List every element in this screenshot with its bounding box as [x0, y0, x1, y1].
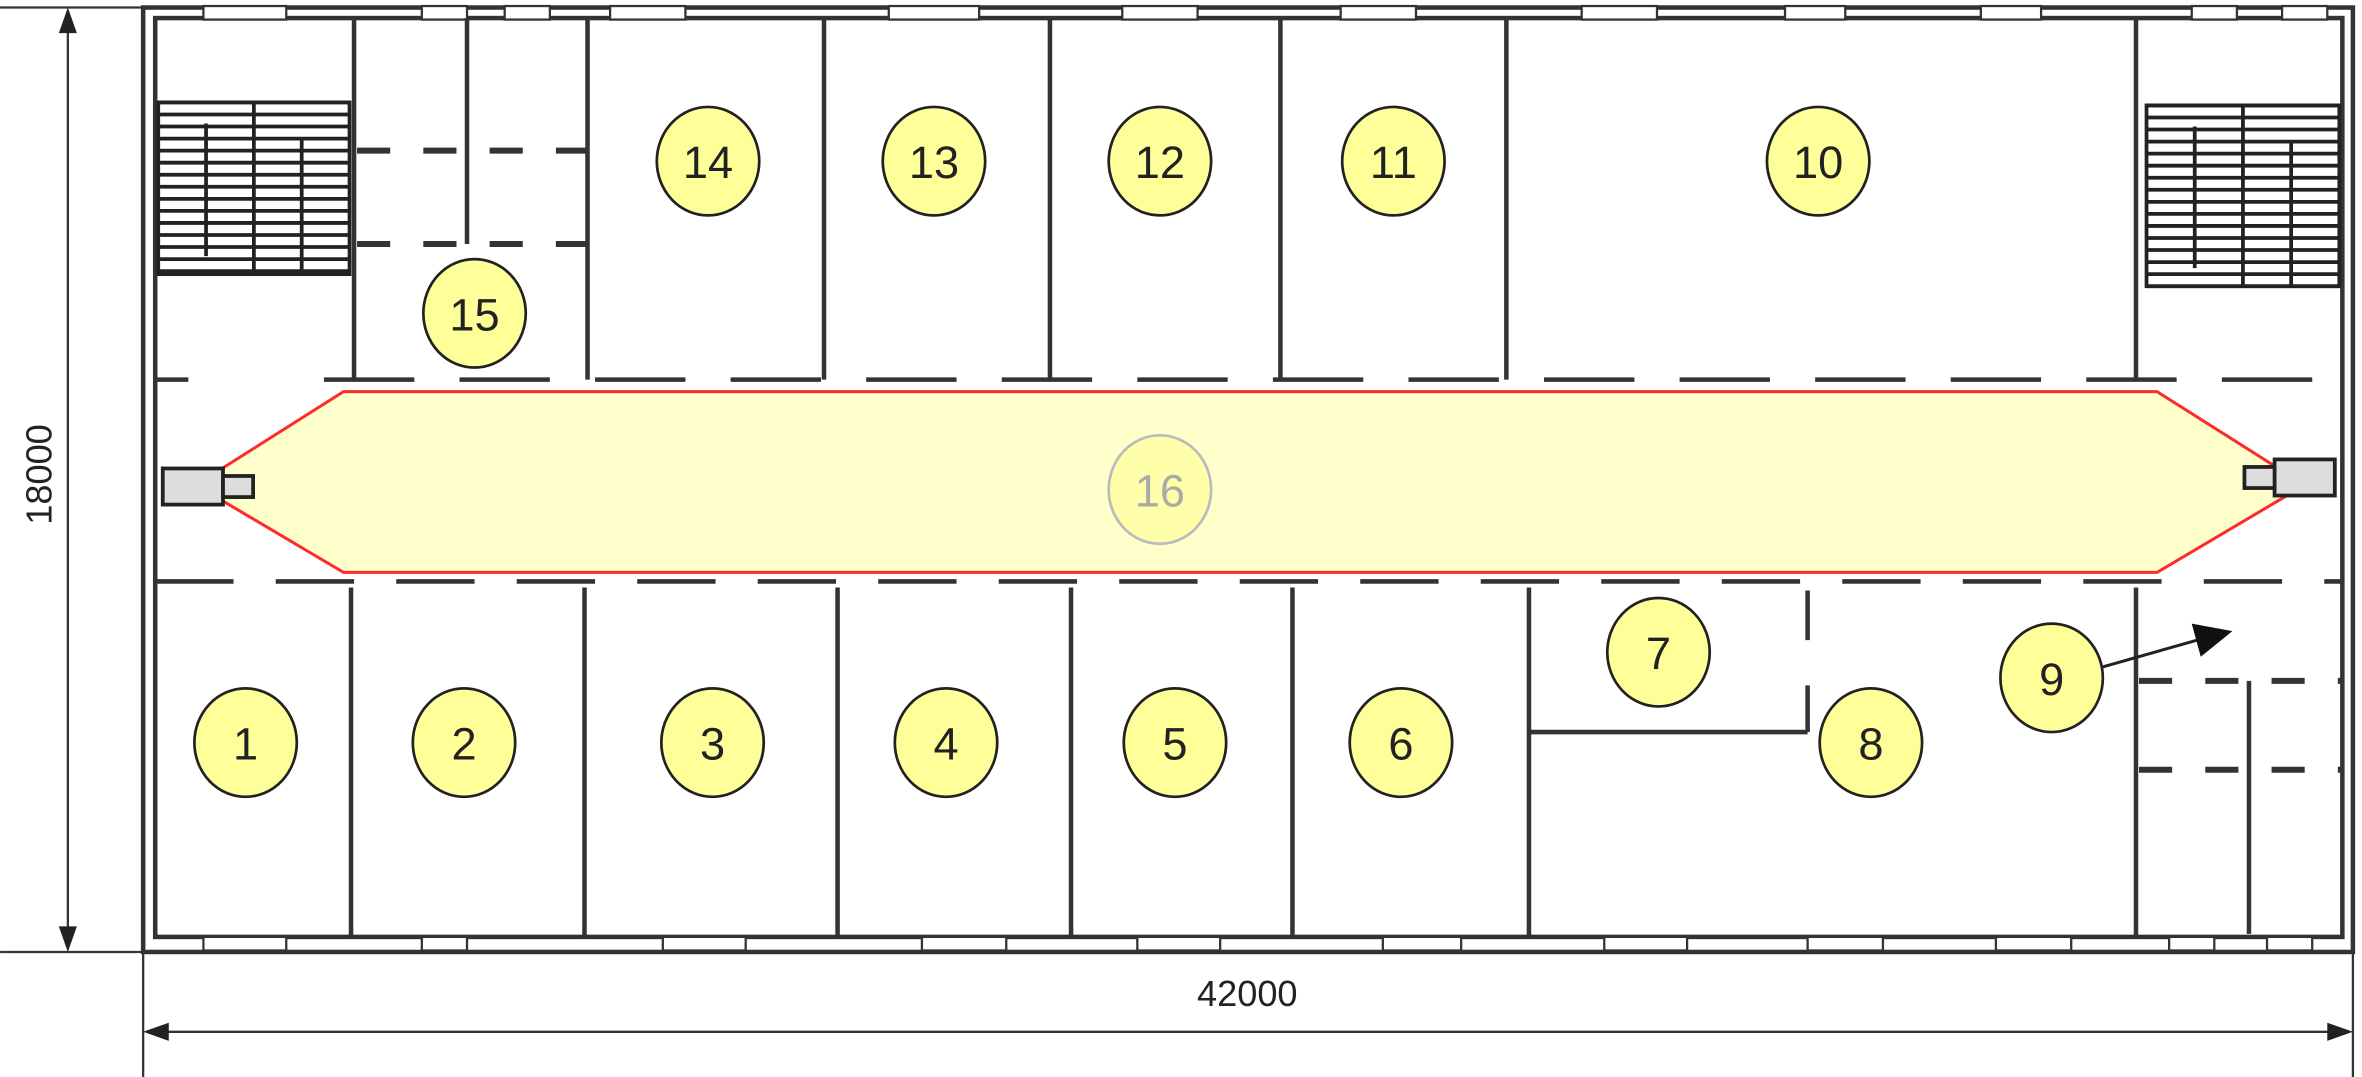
room-marker-circle — [411, 687, 517, 799]
room-marker-circle — [421, 257, 528, 369]
room-marker-8: 8 — [1818, 687, 1924, 799]
room-marker-circle — [655, 105, 761, 217]
height-dimension: 18000 — [0, 6, 151, 954]
window — [1979, 4, 2043, 21]
room-marker-1: 1 — [193, 687, 299, 799]
room-marker-14: 14 — [655, 105, 761, 217]
window — [1121, 4, 1199, 21]
room-marker-10: 10 — [1765, 105, 1871, 217]
room-number: 10 — [1793, 137, 1843, 188]
window — [420, 935, 469, 952]
windows — [202, 4, 2329, 952]
window — [1806, 935, 1885, 952]
camera-coverage-area — [192, 390, 2308, 574]
stairs-icon — [2144, 103, 2342, 289]
room-marker-circle — [1999, 622, 2105, 734]
room-marker-9: 9 — [1999, 622, 2105, 734]
room-marker-16: 16 — [1107, 433, 1213, 546]
window — [420, 4, 469, 21]
room-number: 11 — [1370, 137, 1417, 188]
room-marker-circle — [193, 687, 299, 799]
height-dimension-label: 18000 — [18, 424, 59, 525]
window — [1994, 935, 2073, 952]
room-number: 9 — [2039, 654, 2064, 705]
window — [1339, 4, 1418, 21]
room-marker-circle — [1818, 687, 1924, 799]
room-marker-3: 3 — [659, 687, 766, 799]
room-marker-circle — [1107, 433, 1213, 546]
window — [887, 4, 981, 21]
room-marker-15: 15 — [421, 257, 528, 369]
room-marker-circle — [893, 687, 999, 799]
room-number: 13 — [909, 137, 959, 188]
window — [2167, 935, 2216, 952]
outer-walls — [140, 5, 2356, 955]
room-number: 16 — [1135, 466, 1185, 517]
room-marker-2: 2 — [411, 687, 517, 799]
room-number: 3 — [700, 719, 725, 770]
room-marker-circle — [1605, 596, 1712, 708]
width-dimension: 42000 — [142, 951, 2355, 1077]
room-marker-circle — [1122, 687, 1228, 799]
room-marker-13: 13 — [881, 105, 987, 217]
window — [1603, 935, 1689, 952]
room-number: 1 — [233, 719, 258, 770]
room-number: 12 — [1135, 137, 1185, 188]
room-number: 14 — [683, 137, 733, 188]
window — [202, 4, 288, 21]
room-number: 7 — [1646, 628, 1671, 679]
window — [1783, 4, 1847, 21]
window — [202, 935, 288, 952]
room-marker-12: 12 — [1107, 105, 1213, 217]
room-number: 6 — [1388, 719, 1413, 770]
window — [1580, 4, 1659, 21]
stairs-icon — [156, 100, 352, 277]
window — [2265, 935, 2314, 952]
room-marker-circle — [1107, 105, 1213, 217]
width-dimension-label: 42000 — [1197, 973, 1298, 1014]
window — [2280, 4, 2329, 21]
interior-walls — [155, 18, 2343, 937]
room-number: 15 — [449, 289, 499, 340]
window — [608, 4, 687, 21]
room-number: 8 — [1858, 719, 1883, 770]
room-marker-circle — [881, 105, 987, 217]
room-marker-5: 5 — [1122, 687, 1228, 799]
arrow-icon — [2100, 623, 2233, 669]
camera-icon — [160, 466, 256, 507]
room-marker-circle — [659, 687, 766, 799]
room-number: 5 — [1162, 719, 1187, 770]
camera-icon — [2242, 457, 2337, 498]
window — [661, 935, 747, 952]
window — [2190, 4, 2239, 21]
room-marker-4: 4 — [893, 687, 999, 799]
room-marker-circle — [1348, 687, 1454, 799]
room-number: 4 — [933, 719, 958, 770]
window — [920, 935, 1008, 952]
room-marker-7: 7 — [1605, 596, 1712, 708]
window — [503, 4, 551, 21]
room-marker-circle — [1765, 105, 1871, 217]
room-marker-11: 11 — [1340, 105, 1446, 217]
room-marker-circle — [1340, 105, 1446, 217]
room-number: 2 — [451, 719, 476, 770]
window — [1136, 935, 1222, 952]
room-marker-6: 6 — [1348, 687, 1454, 799]
window — [1381, 935, 1463, 952]
